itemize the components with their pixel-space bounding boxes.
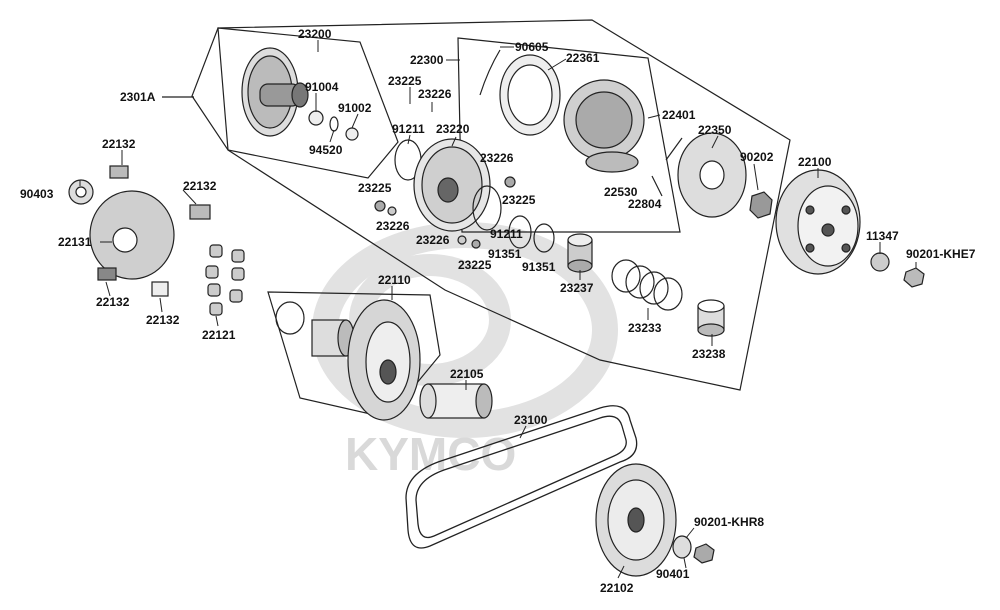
callout-22300: 22300 [410, 53, 444, 67]
callout-22350: 22350 [698, 123, 732, 137]
callout-22132-d: 22132 [146, 313, 180, 327]
callout-23225-a: 23225 [388, 74, 422, 88]
callout-22102: 22102 [600, 581, 634, 595]
callout-22401: 22401 [662, 108, 696, 122]
drive-belt-drawing [405, 405, 638, 549]
callout-23238: 23238 [692, 347, 726, 361]
callout-22105: 22105 [450, 367, 484, 381]
callout-22361: 22361 [566, 51, 600, 65]
callout-90201-KHE7: 90201-KHE7 [906, 247, 976, 261]
callout-90401: 90401 [656, 567, 690, 581]
clutch-plate-drawing [241, 47, 359, 141]
callout-90403: 90403 [20, 187, 54, 201]
outline-clutch-plate-group [191, 27, 399, 179]
callout-22131: 22131 [58, 235, 92, 249]
callout-22132-b: 22132 [183, 179, 217, 193]
callout-94520: 94520 [309, 143, 343, 157]
callout-23226-b: 23226 [480, 151, 514, 165]
clutch-shoe-drawing [479, 49, 747, 218]
callout-91211-b: 91211 [490, 227, 523, 241]
callout-91002: 91002 [338, 101, 372, 115]
callout-23226-d: 23226 [416, 233, 450, 247]
callout-23220: 23220 [436, 122, 470, 136]
callout-22121: 22121 [202, 328, 236, 342]
callout-23225-c: 23225 [502, 193, 536, 207]
callout-labels: 23200 2301A 91004 91002 94520 23225 2322… [20, 27, 976, 595]
callout-23237: 23237 [560, 281, 594, 295]
callout-23225-d: 23225 [458, 258, 492, 272]
callout-90202: 90202 [740, 150, 774, 164]
callout-23225-b: 23225 [358, 181, 392, 195]
callout-22132-c: 22132 [96, 295, 130, 309]
callout-91351-b: 91351 [522, 260, 556, 274]
watermark-text: KYMCO [345, 428, 516, 480]
leader-lines [79, 40, 917, 579]
callout-23200: 23200 [298, 27, 332, 41]
callout-90201-KHR8: 90201-KHR8 [694, 515, 764, 529]
callout-2301A: 2301A [120, 90, 156, 104]
drive-face-drawing [275, 299, 493, 421]
spring-and-guide-drawing [567, 233, 725, 337]
callout-23226-a: 23226 [418, 87, 452, 101]
callout-22804: 22804 [628, 197, 662, 211]
callout-22110: 22110 [378, 273, 411, 287]
callout-23233: 23233 [628, 321, 662, 335]
clutch-bell-drawing [749, 169, 925, 288]
callout-91211-a: 91211 [392, 122, 425, 136]
driven-pulley-drawing [374, 138, 555, 253]
ramp-plate-and-sliders-drawing [68, 165, 245, 316]
callout-22132-a: 22132 [102, 137, 136, 151]
callout-23226-c: 23226 [376, 219, 410, 233]
callout-22100: 22100 [798, 155, 832, 169]
callout-11347: 11347 [866, 229, 899, 243]
callout-91351-a: 91351 [488, 247, 522, 261]
callout-91004: 91004 [305, 80, 339, 94]
callout-90605: 90605 [515, 40, 549, 54]
callout-22530: 22530 [604, 185, 638, 199]
callout-23100: 23100 [514, 413, 548, 427]
outline-driven-pulley-assembly [217, 19, 791, 391]
movable-drive-face-drawing [595, 463, 715, 577]
